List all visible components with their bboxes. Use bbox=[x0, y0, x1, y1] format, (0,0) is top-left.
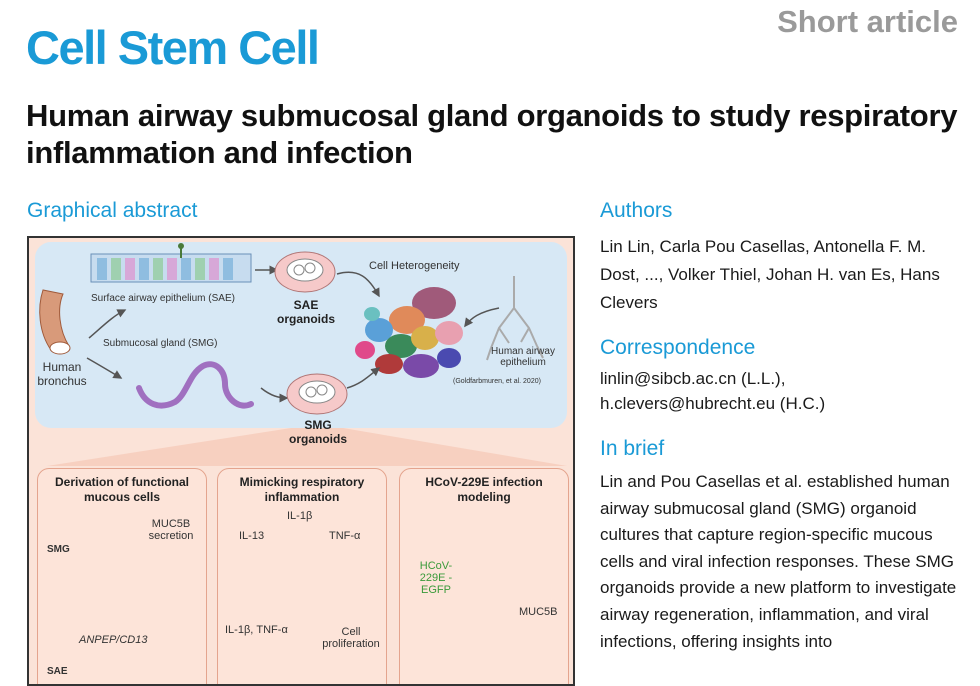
graphical-abstract: Surface airway epithelium (SAE) Submucos… bbox=[27, 236, 575, 686]
sae-label: Surface airway epithelium (SAE) bbox=[91, 293, 235, 304]
il1b-tnfa-label: IL-1β, TNF-α bbox=[225, 624, 288, 636]
smg-panel-label: SMG bbox=[47, 544, 70, 555]
muc5b-label: MUC5B bbox=[519, 606, 558, 618]
il1b-label: IL-1β bbox=[287, 510, 313, 522]
journal-title: Cell Stem Cell bbox=[26, 21, 320, 74]
panel-title: Mimicking respiratory inflammation bbox=[239, 475, 365, 504]
correspondence-email-1[interactable]: linlin@sibcb.ac.cn (L.L.), bbox=[600, 369, 786, 388]
smg-gland-drawing bbox=[136, 361, 254, 409]
il13-label: IL-13 bbox=[239, 530, 265, 542]
graphical-abstract-heading: Graphical abstract bbox=[27, 199, 198, 222]
panel-infection: HCoV-229E infection modeling bbox=[399, 468, 569, 684]
article-type-label: Short article bbox=[777, 4, 958, 39]
smg-organoid-drawing bbox=[286, 373, 348, 415]
correspondence-email-2[interactable]: h.clevers@hubrecht.eu (H.C.) bbox=[600, 394, 826, 413]
umap-cluster-drawing bbox=[355, 287, 463, 378]
article-title: Human airway submucosal gland organoids … bbox=[26, 98, 958, 170]
cell-proliferation-label: Cell proliferation bbox=[322, 626, 380, 650]
tnfa-label: TNF-α bbox=[329, 530, 361, 542]
smg-label: Submucosal gland (SMG) bbox=[103, 338, 218, 349]
panel-title: Derivation of functional mucous cells bbox=[54, 475, 189, 504]
anpep-label: ANPEP/CD13 bbox=[79, 634, 148, 646]
cell-heterogeneity-label: Cell Heterogeneity bbox=[369, 260, 460, 272]
panel-title: HCoV-229E infection modeling bbox=[425, 475, 543, 504]
panel-inflammation: Mimicking respiratory inflammation bbox=[217, 468, 387, 684]
authors-list: Lin Lin, Carla Pou Casellas, Antonella F… bbox=[600, 237, 940, 312]
citation-label: (Goldfarbmuren, et al. 2020) bbox=[453, 378, 541, 385]
sae-organoid-drawing bbox=[274, 251, 336, 293]
smg-organoids-label: SMG organoids bbox=[288, 418, 347, 446]
in-brief-heading: In brief bbox=[600, 437, 665, 460]
hcov-egfp-label: HCoV-229E -EGFP bbox=[419, 560, 453, 596]
correspondence-heading: Correspondence bbox=[600, 336, 756, 359]
human-airway-epithelium-label: Human airway epithelium bbox=[491, 346, 555, 368]
muc5b-secretion-label: MUC5B secretion bbox=[148, 518, 194, 542]
authors-heading: Authors bbox=[600, 199, 673, 222]
human-bronchus-label: Human bronchus bbox=[37, 360, 87, 388]
sae-epithelium-drawing bbox=[90, 243, 252, 283]
sae-organoids-label: SAE organoids bbox=[276, 298, 335, 326]
lung-drawing bbox=[486, 276, 544, 361]
bronchus-drawing bbox=[39, 289, 71, 355]
in-brief-text: Lin and Pou Casellas et al. established … bbox=[600, 472, 957, 651]
panel-mucous-cells: Derivation of functional mucous cells bbox=[37, 468, 207, 684]
